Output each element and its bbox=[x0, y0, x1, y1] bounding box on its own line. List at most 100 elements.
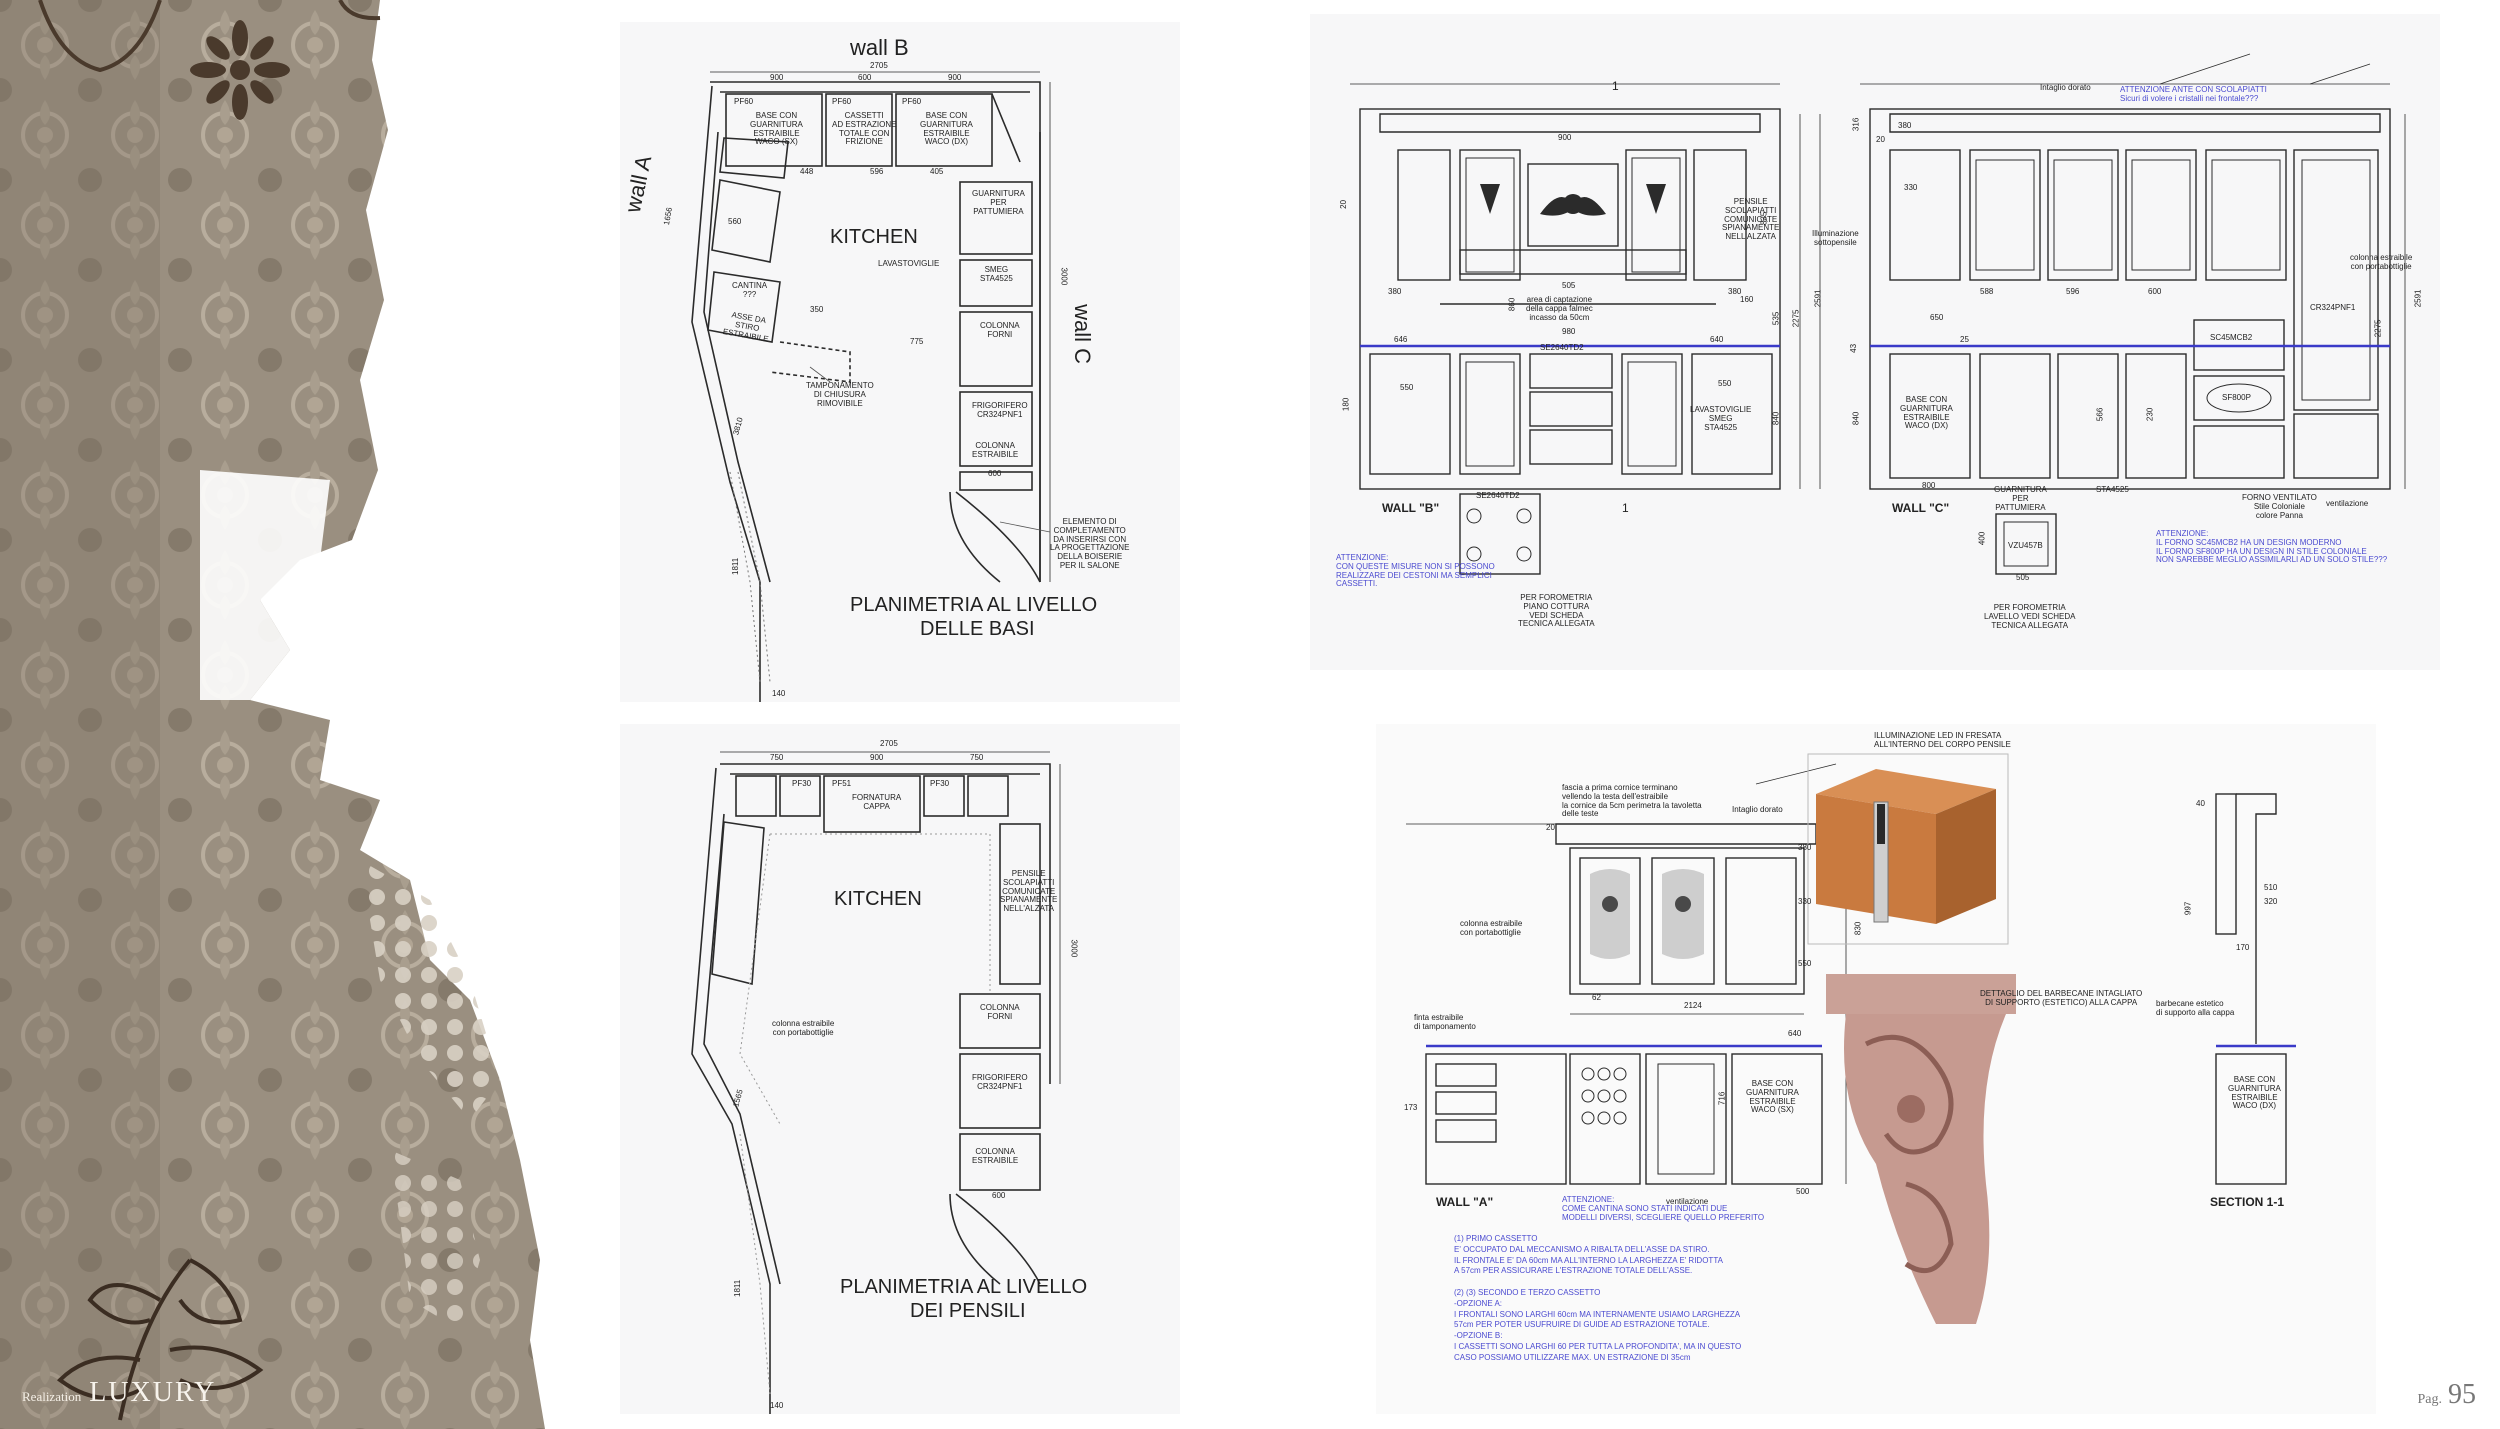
ec-dim-650: 650 bbox=[1930, 313, 1944, 322]
p-colonna-estr: COLONNA ESTRAIBILE bbox=[972, 1147, 1019, 1165]
pf60-b: PF60 bbox=[832, 97, 852, 106]
ea-finta: finta estraibile di tamponamento bbox=[1414, 1013, 1476, 1031]
p-dim-750: 750 bbox=[770, 753, 784, 762]
dim-3000: 3000 bbox=[1059, 267, 1069, 286]
cappa-label: FORNATURA CAPPA bbox=[852, 793, 902, 811]
brand-footer: Realization LUXURY bbox=[22, 1377, 216, 1409]
ec-dim-20: 20 bbox=[1876, 135, 1885, 144]
ea-dim-20: 20 bbox=[1546, 823, 1555, 832]
eb-illum: Illuminazione sottopensile bbox=[1812, 229, 1859, 247]
kitchen-label: KITCHEN bbox=[830, 226, 918, 248]
p-dim-900: 900 bbox=[870, 753, 884, 762]
ea-intaglio: Intaglio dorato bbox=[1732, 805, 1783, 814]
page-label: Pag. bbox=[2417, 1392, 2443, 1407]
ea-dim-40: 40 bbox=[2196, 799, 2205, 808]
elevations-bc-panel: 1 900 505 380 380 646 640 550 550 980 20… bbox=[1310, 14, 2440, 670]
ec-dim-330: 330 bbox=[1904, 183, 1918, 192]
ea-dim-173: 173 bbox=[1404, 1103, 1418, 1112]
ec-dim-2275: 2275 bbox=[2373, 319, 2383, 338]
p-dim-600: 600 bbox=[992, 1191, 1006, 1200]
damask-pattern bbox=[0, 0, 545, 1429]
eb-dim-180: 180 bbox=[1341, 397, 1351, 412]
elevations-bc-drawing bbox=[1350, 53, 2406, 575]
p-dim-140: 140 bbox=[770, 1401, 784, 1410]
eb-dim-160: 160 bbox=[1740, 295, 1754, 304]
p-dim-750b: 750 bbox=[970, 753, 984, 762]
ec-dim-596: 596 bbox=[2066, 287, 2080, 296]
ec-sta: STA4525 bbox=[2096, 485, 2129, 494]
pf30-a: PF30 bbox=[792, 779, 812, 788]
page-number: Pag. 95 bbox=[2418, 1379, 2477, 1411]
elev-b-section-mark: 1 bbox=[1622, 501, 1629, 515]
ea-vent: ventilazione bbox=[1666, 1197, 1709, 1206]
elev-a-wall-label: WALL "A" bbox=[1436, 1195, 1494, 1209]
eb-dim-640: 640 bbox=[1710, 335, 1724, 344]
ec-dim-25: 25 bbox=[1960, 335, 1969, 344]
plan-basi-panel: wall B wall A wall C KITCHEN 2705 900 60… bbox=[620, 22, 1180, 702]
p-colonna-forni: COLONNA FORNI bbox=[980, 1003, 1020, 1021]
ea-barbecane: barbecane estetico di supporto alla capp… bbox=[2156, 999, 2235, 1017]
p-dim-top: 2705 bbox=[880, 739, 898, 748]
ec-vzu: VZU457B bbox=[2008, 541, 2043, 550]
smeg-label: SMEG STA4525 bbox=[980, 265, 1013, 283]
brand-big: LUXURY bbox=[89, 1377, 217, 1408]
eb-model-top: SE2640TD2 bbox=[1540, 343, 1584, 352]
eb-dim-646: 646 bbox=[1394, 335, 1408, 344]
plan-basi-title-2: DELLE BASI bbox=[920, 618, 1035, 640]
elemento-label: ELEMENTO DI COMPLETAMENTO DA INSERIRSI C… bbox=[1050, 517, 1130, 570]
eb-dim-2275: 2275 bbox=[1791, 309, 1801, 328]
ec-vent: ventilazione bbox=[2326, 499, 2369, 508]
pf30-b: PF30 bbox=[930, 779, 950, 788]
dim-600b: 600 bbox=[988, 469, 1002, 478]
eb-dim-535: 535 bbox=[1771, 311, 1781, 326]
ea-notes: (1) PRIMO CASSETTO E' OCCUPATO DAL MECCA… bbox=[1454, 1234, 1742, 1362]
wall-b-label: wall B bbox=[850, 35, 909, 60]
eb-dim-2591: 2591 bbox=[1813, 289, 1823, 308]
dim-596: 596 bbox=[870, 167, 884, 176]
dim-600: 600 bbox=[858, 73, 872, 82]
plan-pensili-drawing bbox=[691, 751, 1061, 1414]
ec-dim-566: 566 bbox=[2095, 407, 2105, 422]
p-col-port: colonna estraibile con portabottiglie bbox=[772, 1019, 835, 1037]
eb-model-bottom: SE2640TD2 bbox=[1476, 491, 1520, 500]
ea-dim-170: 170 bbox=[2236, 943, 2250, 952]
ec-dim-230: 230 bbox=[2145, 407, 2155, 422]
eb-foro: PER FOROMETRIA PIANO COTTURA VEDI SCHEDA… bbox=[1518, 593, 1595, 629]
eb-dim-550b: 550 bbox=[1718, 379, 1732, 388]
plan-basi-drawing bbox=[691, 71, 1051, 702]
ec-intaglio: Intaglio dorato bbox=[2040, 83, 2091, 92]
ea-fascia: fascia a prima cornice terminano vellend… bbox=[1562, 783, 1702, 819]
ea-dim-550: 550 bbox=[1798, 959, 1812, 968]
ea-dim-62: 62 bbox=[1592, 993, 1601, 1002]
elevation-a-drawing bbox=[1406, 753, 2296, 1324]
elev-b-wall-label: WALL "B" bbox=[1382, 501, 1440, 515]
base-sx-label: BASE CON GUARNITURA ESTRAIBILE WACO (SX) bbox=[750, 111, 803, 147]
ec-dim-316: 316 bbox=[1851, 117, 1861, 132]
ec-sc: SC45MCB2 bbox=[2210, 333, 2253, 342]
ea-dim-716: 716 bbox=[1717, 1091, 1727, 1106]
dim-560: 560 bbox=[728, 217, 742, 226]
eb-dim-860: 860 bbox=[1507, 297, 1517, 312]
ea-dim-997: 997 bbox=[2183, 901, 2193, 916]
ec-dim-588: 588 bbox=[1980, 287, 1994, 296]
eb-attn: ATTENZIONE: CON QUESTE MISURE NON SI POS… bbox=[1336, 553, 1495, 589]
ec-dim-600: 600 bbox=[2148, 287, 2162, 296]
cassetti-label: CASSETTI AD ESTRAZIONE TOTALE CON FRIZIO… bbox=[832, 111, 897, 147]
ec-attn: ATTENZIONE: IL FORNO SC45MCB2 HA UN DESI… bbox=[2156, 529, 2388, 565]
ec-dim-840: 840 bbox=[1851, 411, 1861, 426]
dim-900: 900 bbox=[770, 73, 784, 82]
ea-attn: ATTENZIONE: COME CANTINA SONO STATI INDI… bbox=[1562, 1195, 1765, 1222]
ea-dim-510: 510 bbox=[2264, 883, 2278, 892]
kitchen-label-2: KITCHEN bbox=[834, 888, 922, 910]
elev-c-wall-label: WALL "C" bbox=[1892, 501, 1950, 515]
pf51-label: PF51 bbox=[832, 779, 852, 788]
ea-dim-2124: 2124 bbox=[1684, 1001, 1702, 1010]
eb-dim-900: 900 bbox=[1558, 133, 1572, 142]
plan-pensili-panel: KITCHEN 2705 750 900 750 600 3000 1565 1… bbox=[620, 724, 1180, 1414]
ec-dim-505: 505 bbox=[2016, 573, 2030, 582]
eb-dim-380b: 380 bbox=[1728, 287, 1742, 296]
plan-pensili-title-2: DEI PENSILI bbox=[910, 1300, 1026, 1322]
ea-dim-320: 320 bbox=[2264, 897, 2278, 906]
ec-dim-380: 380 bbox=[1898, 121, 1912, 130]
p-dim-1811: 1811 bbox=[733, 1279, 743, 1297]
